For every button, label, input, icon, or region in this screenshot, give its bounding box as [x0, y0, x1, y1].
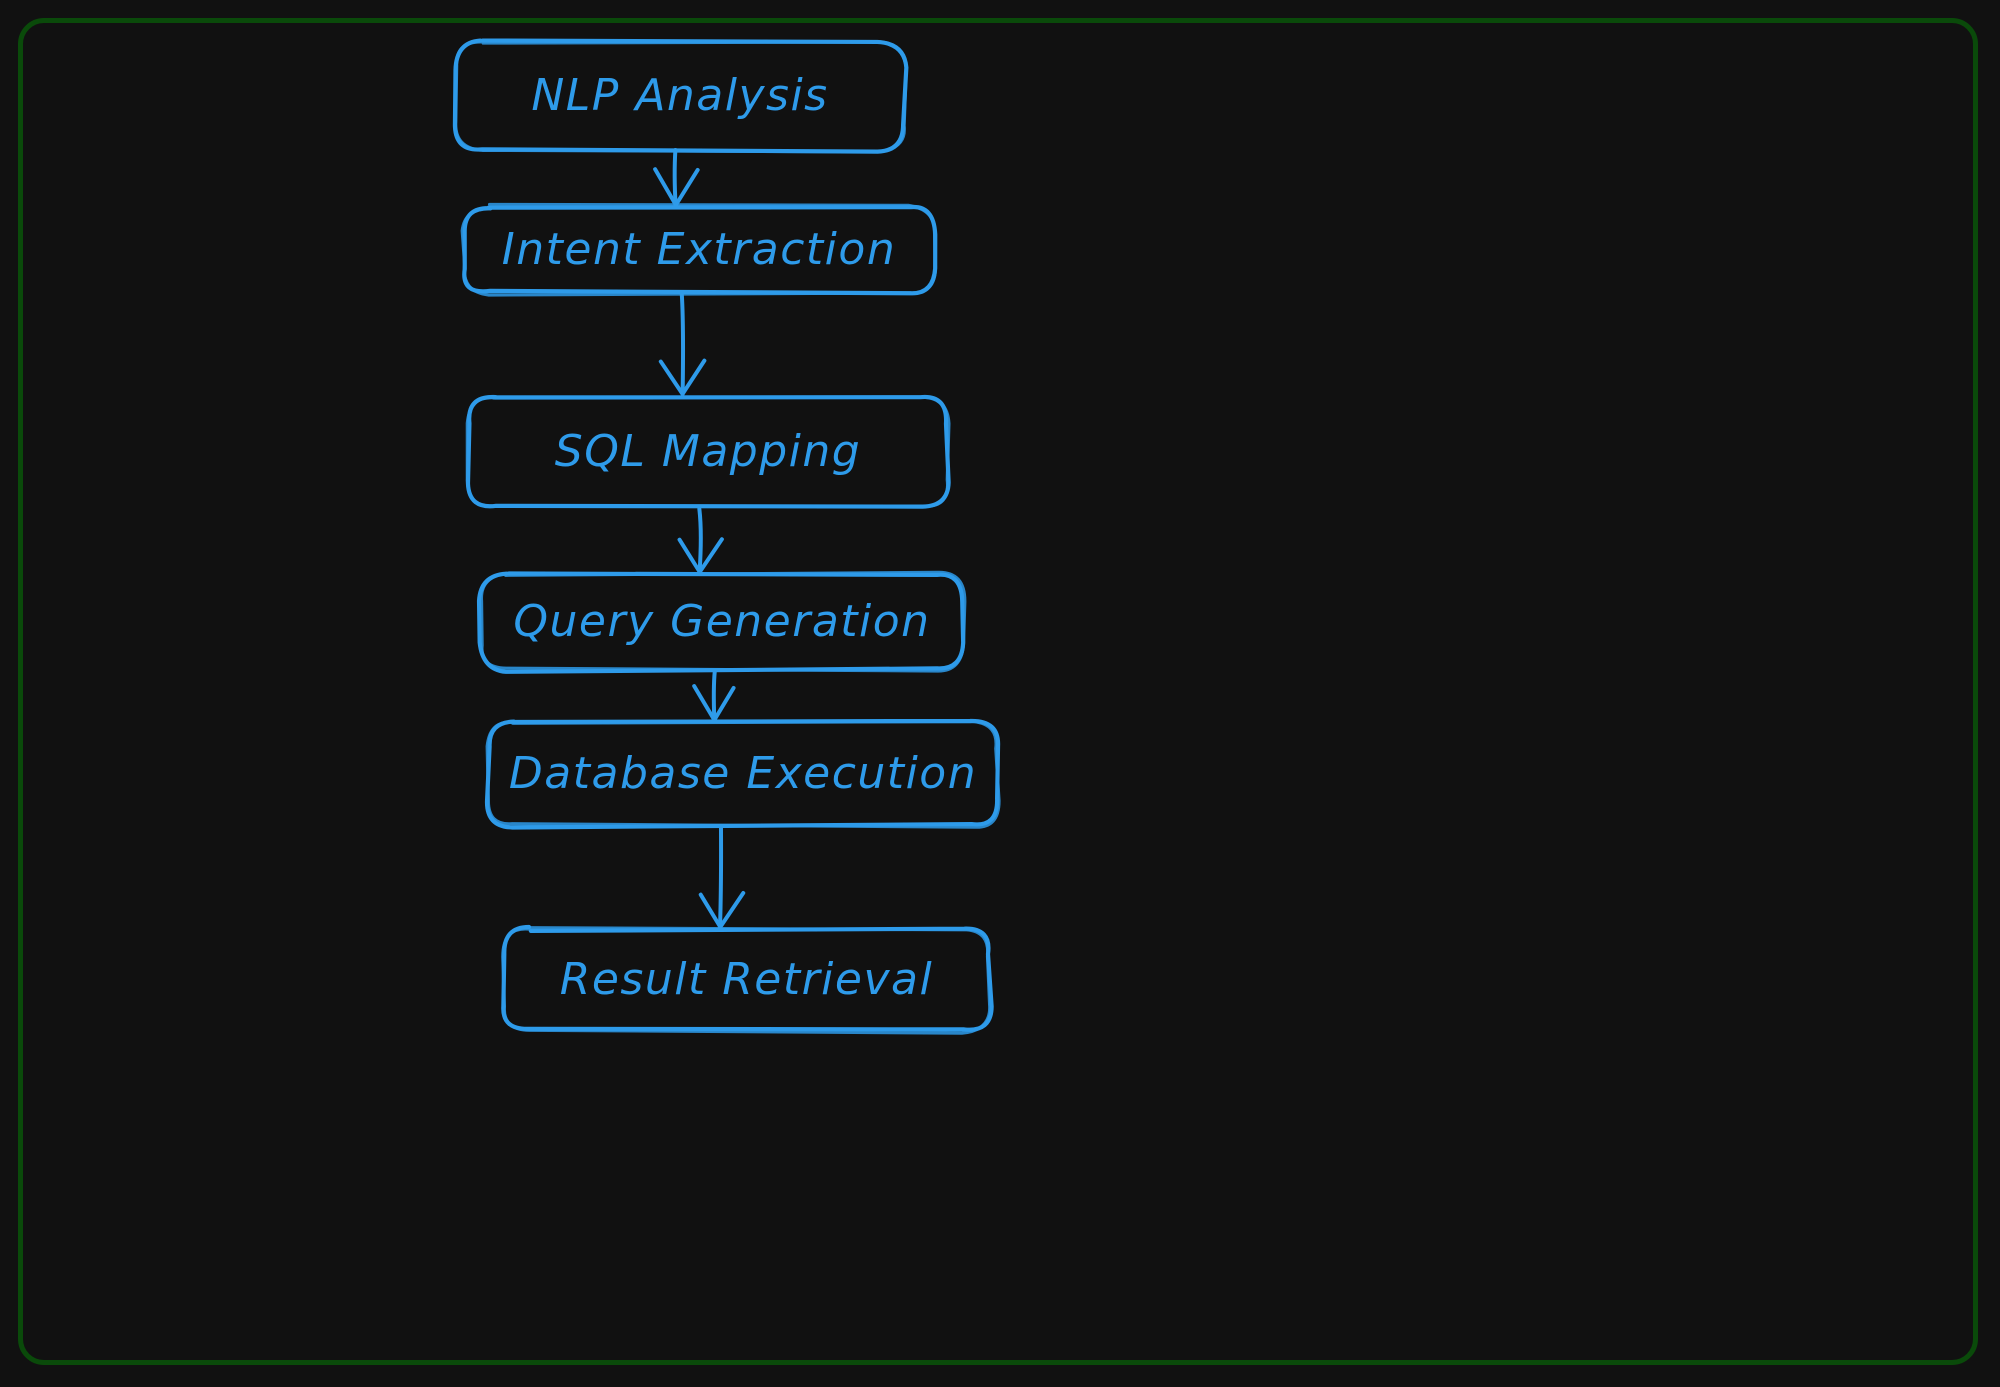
arrow-head	[658, 358, 707, 396]
flow-arrow	[698, 825, 746, 929]
node-outline-sketch-pass	[454, 40, 908, 154]
node-label: SQL Mapping	[555, 426, 861, 477]
flow-arrow	[658, 291, 707, 396]
arrow-shaft	[718, 825, 724, 929]
node-outline-sketch-pass	[465, 394, 951, 509]
node-outline-sketch-pass	[479, 570, 967, 673]
flow-node-query-generation[interactable]: Query Generation	[476, 570, 967, 674]
flow-node-database-execution[interactable]: Database Execution	[484, 718, 1001, 830]
flow-arrow	[653, 148, 700, 207]
node-label: Result Retrieval	[560, 954, 933, 1005]
flow-node-sql-mapping[interactable]: SQL Mapping	[465, 394, 951, 509]
arrow-head	[698, 891, 746, 929]
edges-layer	[653, 148, 746, 929]
node-label: Intent Extraction	[502, 224, 896, 275]
node-outline-sketch-pass	[485, 719, 1001, 829]
arrow-shaft	[711, 669, 717, 722]
flow-node-nlp-analysis[interactable]: NLP Analysis	[452, 38, 909, 154]
node-outline-sketch-pass	[460, 202, 938, 297]
flow-node-result-retrieval[interactable]: Result Retrieval	[501, 924, 994, 1035]
flow-arrow	[677, 507, 724, 574]
arrow-head	[677, 537, 724, 574]
node-label: Query Generation	[513, 596, 930, 647]
flow-node-intent-extraction[interactable]: Intent Extraction	[460, 202, 938, 297]
node-label: Database Execution	[509, 748, 977, 799]
arrow-shaft	[672, 148, 678, 207]
arrow-shaft	[697, 507, 703, 574]
arrow-shaft	[679, 291, 686, 396]
flow-arrow	[692, 669, 736, 722]
node-label: NLP Analysis	[531, 70, 828, 121]
node-outline-sketch-pass	[501, 926, 992, 1035]
